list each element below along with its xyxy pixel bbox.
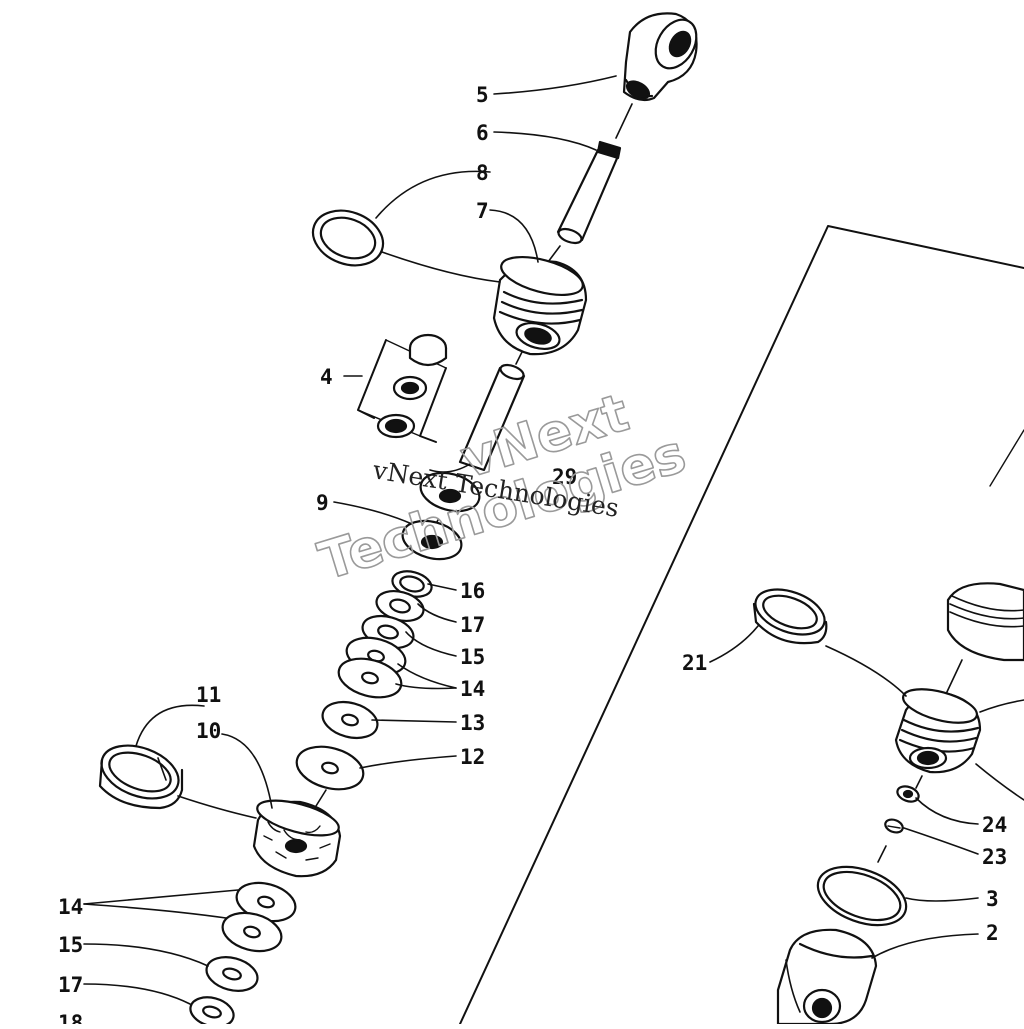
label-14a: 14	[460, 677, 485, 701]
washer-15b	[205, 956, 259, 992]
part-4-bushing-set	[357, 333, 448, 443]
label-14b: 14	[58, 895, 83, 919]
label-17b: 17	[58, 973, 83, 997]
washer-14b	[337, 657, 403, 699]
label-13: 13	[460, 711, 485, 735]
label-11: 11	[196, 683, 221, 707]
label-7: 7	[476, 199, 489, 223]
label-23: 23	[982, 845, 1007, 869]
label-10: 10	[196, 719, 221, 743]
part-8-o-ring	[311, 209, 385, 267]
label-21: 21	[682, 651, 707, 675]
label-3: 3	[986, 887, 999, 911]
washer-17b	[189, 996, 235, 1028]
label-15b: 15	[58, 933, 83, 957]
panel-outline	[459, 225, 1024, 1025]
label-8: 8	[476, 161, 489, 185]
label-2: 2	[986, 921, 999, 945]
part-6-piston-rod	[556, 140, 622, 245]
label-5: 5	[476, 83, 489, 107]
part-2-end-cap	[776, 928, 878, 1026]
label-18: 18	[58, 1011, 83, 1024]
label-9: 9	[316, 491, 329, 515]
label-24: 24	[982, 813, 1007, 837]
part-labels: 5 6 8 7 4 29 9 16 17 15 14 13 12 11 10 1…	[58, 83, 1007, 1029]
part-23-screw	[884, 818, 904, 834]
part-29-inner-rod	[458, 363, 526, 472]
label-12: 12	[460, 745, 485, 769]
washer-9	[401, 519, 463, 561]
washer-14d	[221, 911, 283, 953]
part-11-piston-ring	[98, 744, 184, 810]
part-7-seal-head	[492, 256, 588, 356]
label-16: 16	[460, 579, 485, 603]
label-4: 4	[320, 365, 333, 389]
washer-13	[321, 700, 379, 740]
right-seal-head	[894, 688, 1024, 801]
washer-stack-upper	[295, 519, 463, 791]
leader-lines	[83, 75, 979, 1005]
label-29: 29	[552, 465, 577, 489]
part-9-piston-nut	[419, 471, 481, 513]
part-5-eye-fitting	[622, 12, 698, 102]
label-15a: 15	[460, 645, 485, 669]
washer-14c	[235, 881, 297, 923]
washer-12	[295, 745, 365, 791]
part-21-ring	[752, 588, 828, 645]
part-10-piston	[252, 799, 342, 878]
part-24-washer	[896, 785, 920, 803]
part-3-o-ring	[816, 865, 908, 927]
washer-stack-lower	[189, 881, 297, 1028]
cylinder-tube	[946, 429, 1024, 662]
label-17a: 17	[460, 613, 485, 637]
label-6: 6	[476, 121, 489, 145]
